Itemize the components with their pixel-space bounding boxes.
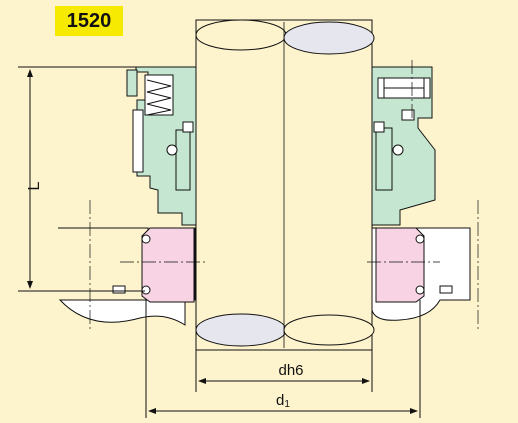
left-oring [166,144,178,156]
left-anti-rotation-pin [112,285,126,294]
right-seat-oring-bottom [415,285,425,295]
seal-right-half [371,66,453,303]
shaft-bottom-left-ellipse [195,313,287,347]
seal-left-half [112,66,198,303]
right-pin [401,109,415,121]
left-stationary-seat [141,227,195,303]
left-set-screw [126,69,138,97]
dimension-d1 [145,300,421,418]
shaft-top-right-ellipse [283,21,375,55]
left-seat-oring-bottom [141,285,151,295]
right-anti-rotation-pin [439,285,453,294]
shaft-bottom-right-ellipse [283,314,375,346]
dimension-dh6 [195,346,373,392]
left-drive-pin [132,109,144,173]
dimension-d1-main: d [276,392,284,409]
left-oring-small [182,121,194,133]
shaft [195,19,375,351]
right-oring [392,144,404,156]
right-screw-thread [383,78,425,98]
right-oring-small [373,121,385,133]
left-pusher [175,129,191,191]
right-seat-oring-top [415,234,425,244]
dimension-dh6-label: dh6 [278,362,303,379]
dimension-L-label: L [26,181,43,190]
dimension-d1-sub: 1 [284,399,290,410]
model-code-badge: 1520 [55,6,123,36]
dimension-d1-label: d1 [276,392,290,410]
right-pusher [375,127,393,191]
center-lines [89,60,479,330]
left-seat-oring-top [141,234,151,244]
dimension-L [18,66,145,292]
right-stationary-seat [375,227,425,303]
shaft-top-left-ellipse [195,19,287,51]
left-spring-icon [146,79,172,116]
